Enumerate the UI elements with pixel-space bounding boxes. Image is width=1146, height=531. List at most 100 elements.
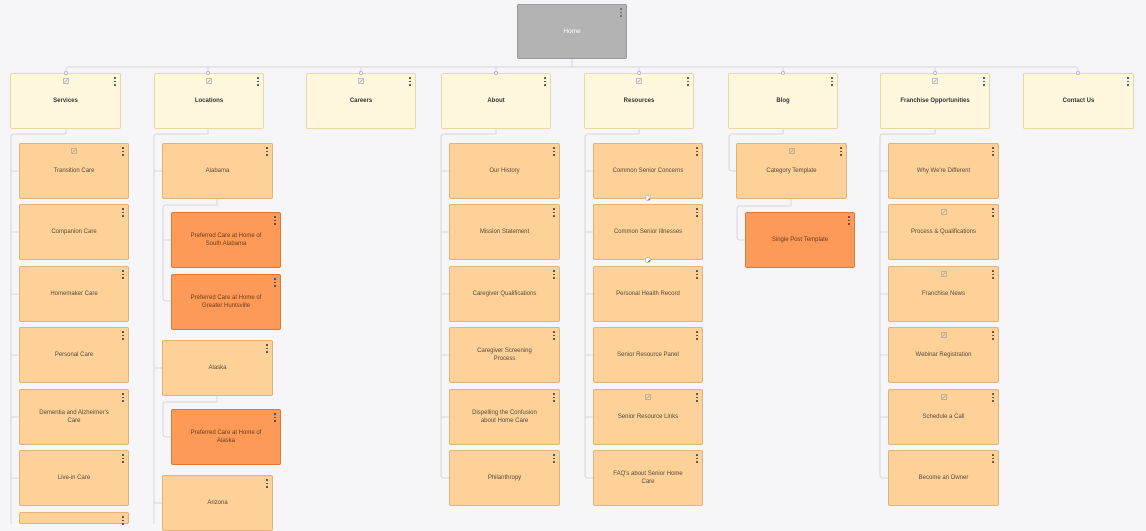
edit-note-icon[interactable] — [62, 78, 69, 84]
more-vertical-icon[interactable] — [695, 147, 699, 156]
edit-note-icon[interactable] — [932, 78, 938, 84]
add-node-icon[interactable] — [645, 257, 651, 263]
node-webinar-registration[interactable]: Webinar Registration — [888, 327, 999, 383]
more-vertical-icon[interactable] — [1126, 77, 1130, 86]
more-vertical-icon[interactable] — [695, 208, 699, 217]
more-vertical-icon[interactable] — [991, 270, 995, 279]
node-franchise-news[interactable]: Franchise News — [888, 266, 999, 322]
edit-note-icon[interactable] — [940, 394, 947, 400]
node-personal-care[interactable]: Personal Care — [19, 327, 129, 383]
node-pcah-alaska[interactable]: Preferred Care at Home of Alaska — [171, 409, 281, 465]
more-vertical-icon[interactable] — [552, 331, 556, 340]
node-contact-us[interactable]: Contact Us — [1023, 73, 1134, 129]
node-alabama[interactable]: Alabama — [162, 143, 273, 199]
more-vertical-icon[interactable] — [552, 393, 556, 402]
more-vertical-icon[interactable] — [121, 270, 125, 279]
node-arizona[interactable]: Arizona — [162, 475, 273, 531]
node-schedule-a-call[interactable]: Schedule a Call — [888, 389, 999, 445]
more-vertical-icon[interactable] — [695, 270, 699, 279]
node-franchise-opportunities[interactable]: Franchise Opportunities — [880, 73, 990, 129]
node-locations[interactable]: Locations — [154, 73, 264, 129]
more-vertical-icon[interactable] — [991, 208, 995, 217]
edit-note-icon[interactable] — [940, 332, 947, 338]
more-vertical-icon[interactable] — [847, 216, 851, 225]
more-vertical-icon[interactable] — [695, 454, 699, 463]
more-vertical-icon[interactable] — [982, 77, 986, 86]
more-vertical-icon[interactable] — [543, 77, 547, 86]
more-vertical-icon[interactable] — [121, 454, 125, 463]
node-homemaker-care[interactable]: Homemaker Care — [19, 266, 129, 322]
node-resources[interactable]: Resources — [584, 73, 694, 129]
more-vertical-icon[interactable] — [273, 413, 277, 422]
edit-note-icon[interactable] — [940, 271, 947, 277]
node-process-qualifications[interactable]: Process & Qualifications — [888, 204, 999, 260]
more-vertical-icon[interactable] — [991, 454, 995, 463]
node-live-in-care[interactable]: Live-in Care — [19, 450, 129, 506]
more-vertical-icon[interactable] — [408, 77, 412, 86]
node-home[interactable]: Home — [517, 4, 627, 59]
node-personal-health-record[interactable]: Personal Health Record — [593, 266, 703, 322]
more-vertical-icon[interactable] — [273, 216, 277, 225]
node-caregiver-screening[interactable]: Caregiver Screening Process — [449, 327, 560, 383]
node-senior-resource-panel[interactable]: Senior Resource Panel — [593, 327, 703, 383]
node-our-history[interactable]: Our History — [449, 143, 560, 199]
more-vertical-icon[interactable] — [121, 147, 125, 156]
node-careers[interactable]: Careers — [306, 73, 416, 129]
node-become-an-owner[interactable]: Become an Owner — [888, 450, 999, 506]
node-why-were-different[interactable]: Why We're Different — [888, 143, 999, 199]
more-vertical-icon[interactable] — [991, 331, 995, 340]
more-vertical-icon[interactable] — [121, 208, 125, 217]
node-greater-huntsville[interactable]: Preferred Care at Home of Greater Huntsv… — [171, 274, 281, 330]
node-common-senior-illnesses[interactable]: Common Senior Illnesses — [593, 204, 703, 260]
node-services-more[interactable] — [19, 512, 129, 525]
node-common-senior-concerns[interactable]: Common Senior Concerns — [593, 143, 703, 199]
node-alaska[interactable]: Alaska — [162, 340, 273, 396]
edit-note-icon[interactable] — [788, 148, 795, 154]
node-caregiver-qualifications[interactable]: Caregiver Qualifications — [449, 266, 560, 322]
node-south-alabama[interactable]: Preferred Care at Home of South Alabama — [171, 212, 281, 268]
more-vertical-icon[interactable] — [113, 77, 117, 86]
edit-note-icon[interactable] — [71, 148, 77, 154]
edit-note-icon[interactable] — [206, 78, 212, 84]
node-senior-resource-links[interactable]: Senior Resource Links — [593, 389, 703, 445]
more-vertical-icon[interactable] — [619, 8, 623, 17]
node-dementia-alzheimers-care[interactable]: Dementia and Alzheimer's Care — [19, 389, 129, 445]
more-vertical-icon[interactable] — [552, 454, 556, 463]
more-vertical-icon[interactable] — [695, 331, 699, 340]
more-vertical-icon[interactable] — [265, 147, 269, 156]
more-vertical-icon[interactable] — [552, 270, 556, 279]
more-vertical-icon[interactable] — [256, 77, 260, 86]
node-philanthropy[interactable]: Philanthropy — [449, 450, 560, 506]
node-transition-care[interactable]: Transition Care — [19, 143, 129, 199]
node-blog[interactable]: Blog — [728, 73, 838, 129]
node-companion-care[interactable]: Companion Care — [19, 204, 129, 260]
more-vertical-icon[interactable] — [552, 147, 556, 156]
edit-note-icon[interactable] — [940, 209, 947, 215]
more-vertical-icon[interactable] — [991, 147, 995, 156]
node-mission-statement[interactable]: Mission Statement — [449, 204, 560, 260]
more-vertical-icon[interactable] — [121, 393, 125, 402]
more-vertical-icon[interactable] — [121, 331, 125, 340]
node-label: Homemaker Care — [50, 291, 98, 297]
node-services[interactable]: Services — [10, 73, 121, 129]
node-label: Franchise Opportunities — [900, 98, 970, 104]
node-single-post-template[interactable]: Single Post Template — [745, 212, 855, 268]
more-vertical-icon[interactable] — [552, 208, 556, 217]
edit-note-icon[interactable] — [645, 394, 651, 400]
more-vertical-icon[interactable] — [686, 77, 690, 86]
node-dispelling-confusion[interactable]: Dispelling the Confusion about Home Care — [449, 389, 560, 445]
edit-note-icon[interactable] — [358, 78, 364, 84]
node-about[interactable]: About — [441, 73, 551, 129]
edit-note-icon[interactable] — [636, 78, 642, 84]
more-vertical-icon[interactable] — [273, 278, 277, 287]
node-faqs-senior-home-care[interactable]: FAQ's about Senior Home Care — [593, 450, 703, 506]
node-label: Blog — [776, 98, 790, 104]
more-vertical-icon[interactable] — [839, 147, 843, 156]
add-node-icon[interactable] — [645, 195, 651, 201]
more-vertical-icon[interactable] — [991, 393, 995, 402]
more-vertical-icon[interactable] — [695, 393, 699, 402]
more-vertical-icon[interactable] — [265, 479, 269, 488]
more-vertical-icon[interactable] — [830, 77, 834, 86]
node-category-template[interactable]: Category Template — [736, 143, 847, 199]
more-vertical-icon[interactable] — [265, 344, 269, 353]
